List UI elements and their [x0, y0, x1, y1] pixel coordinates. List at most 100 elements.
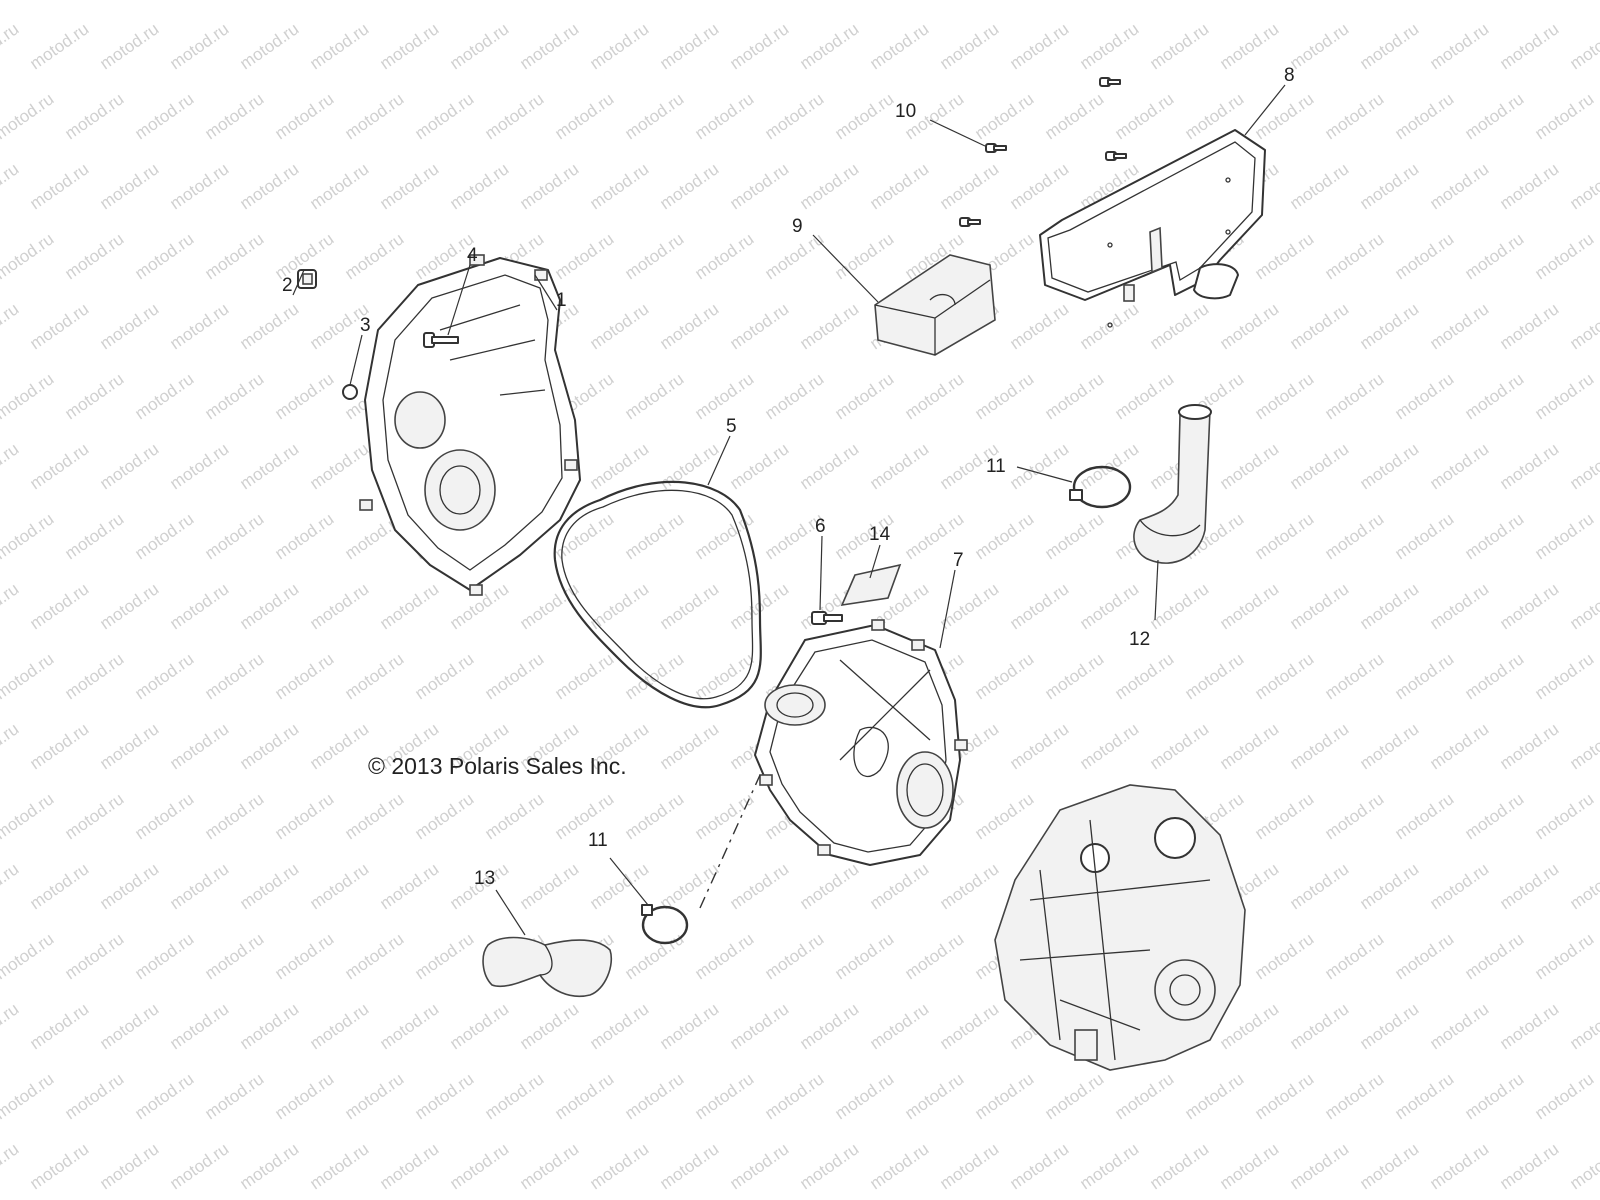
watermark-text: motod.ru [1356, 859, 1422, 913]
watermark-text: motod.ru [691, 369, 757, 423]
watermark-text: motod.ru [131, 649, 197, 703]
watermark-text: motod.ru [621, 89, 687, 143]
watermark-text: motod.ru [0, 159, 22, 213]
callout-13: 13 [474, 868, 495, 889]
watermark-text: motod.ru [1006, 579, 1072, 633]
watermark-text: motod.ru [236, 719, 302, 773]
watermark-text: motod.ru [1356, 439, 1422, 493]
watermark-text: motod.ru [411, 89, 477, 143]
watermark-text: motod.ru [796, 19, 862, 73]
watermark-text: motod.ru [1566, 859, 1600, 913]
watermark-text: motod.ru [26, 19, 92, 73]
engine-illustration [994, 784, 1246, 1071]
watermark-text: motod.ru [236, 19, 302, 73]
watermark-text: motod.ru [1181, 1069, 1247, 1123]
watermark-text: motod.ru [1006, 159, 1072, 213]
watermark-text: motod.ru [1566, 1139, 1600, 1193]
watermark-text: motod.ru [1076, 719, 1142, 773]
watermark-text: motod.ru [621, 229, 687, 283]
watermark-text: motod.ru [376, 859, 442, 913]
watermark-text: motod.ru [656, 1139, 722, 1193]
watermark-text: motod.ru [1461, 929, 1527, 983]
watermark-text: motod.ru [901, 929, 967, 983]
callout-9: 9 [792, 216, 803, 237]
watermark-text: motod.ru [796, 999, 862, 1053]
watermark-text: motod.ru [376, 579, 442, 633]
watermark-text: motod.ru [201, 509, 267, 563]
watermark-text: motod.ru [0, 1139, 22, 1193]
watermark-text: motod.ru [1461, 789, 1527, 843]
watermark-text: motod.ru [341, 229, 407, 283]
watermark-text: motod.ru [1391, 929, 1457, 983]
watermark-text: motod.ru [0, 719, 22, 773]
watermark-text: motod.ru [96, 859, 162, 913]
watermark-text: motod.ru [236, 159, 302, 213]
watermark-text: motod.ru [0, 859, 22, 913]
watermark-text: motod.ru [971, 369, 1037, 423]
watermark-text: motod.ru [0, 369, 57, 423]
watermark-text: motod.ru [1426, 1139, 1492, 1193]
watermark-text: motod.ru [1496, 999, 1562, 1053]
callout-4: 4 [467, 245, 478, 266]
watermark-text: motod.ru [96, 19, 162, 73]
watermark-text: motod.ru [656, 299, 722, 353]
watermark-text: motod.ru [446, 1139, 512, 1193]
watermark-text: motod.ru [1146, 1139, 1212, 1193]
watermark-text: motod.ru [866, 859, 932, 913]
watermark-text: motod.ru [831, 929, 897, 983]
watermark-text: motod.ru [166, 859, 232, 913]
watermark-text: motod.ru [271, 89, 337, 143]
watermark-text: motod.ru [0, 649, 57, 703]
alignment-line [699, 774, 761, 909]
watermark-text: motod.ru [1076, 579, 1142, 633]
watermark-text: motod.ru [481, 789, 547, 843]
watermark-text: motod.ru [131, 1069, 197, 1123]
watermark-text: motod.ru [1426, 999, 1492, 1053]
watermark-text: motod.ru [1006, 299, 1072, 353]
watermark-text: motod.ru [0, 439, 22, 493]
watermark-text: motod.ru [131, 789, 197, 843]
part-lower-duct [482, 936, 612, 997]
watermark-text: motod.ru [796, 299, 862, 353]
watermark-text: motod.ru [26, 719, 92, 773]
watermark-text: motod.ru [831, 369, 897, 423]
watermark-text: motod.ru [481, 89, 547, 143]
watermark-text: motod.ru [866, 19, 932, 73]
watermark-text: motod.ru [1216, 299, 1282, 353]
watermark-text: motod.ru [1461, 229, 1527, 283]
watermark-text: motod.ru [1461, 649, 1527, 703]
watermark-text: motod.ru [1041, 89, 1107, 143]
watermark-text: motod.ru [1566, 19, 1600, 73]
watermark-text: motod.ru [1426, 159, 1492, 213]
watermark-text: motod.ru [446, 19, 512, 73]
watermark-text: motod.ru [1251, 369, 1317, 423]
watermark-text: motod.ru [376, 159, 442, 213]
watermark-text: motod.ru [1496, 859, 1562, 913]
watermark-text: motod.ru [0, 89, 57, 143]
watermark-text: motod.ru [656, 19, 722, 73]
watermark-text: motod.ru [691, 509, 757, 563]
watermark-text: motod.ru [0, 929, 57, 983]
watermark-text: motod.ru [1251, 1069, 1317, 1123]
watermark-text: motod.ru [516, 999, 582, 1053]
watermark-text: motod.ru [1531, 229, 1597, 283]
watermark-text: motod.ru [61, 649, 127, 703]
watermark-text: motod.ru [1531, 509, 1597, 563]
watermark-text: motod.ru [1356, 579, 1422, 633]
part-bolt-4 [423, 332, 459, 348]
watermark-text: motod.ru [481, 1069, 547, 1123]
watermark-text: motod.ru [1321, 649, 1387, 703]
watermark-text: motod.ru [1391, 789, 1457, 843]
callout-11-upper: 11 [986, 456, 1006, 477]
watermark-text: motod.ru [656, 719, 722, 773]
watermark-text: motod.ru [1566, 159, 1600, 213]
watermark-text: motod.ru [201, 649, 267, 703]
watermark-text: motod.ru [131, 369, 197, 423]
watermark-text: motod.ru [1216, 1139, 1282, 1193]
watermark-text: motod.ru [1286, 439, 1352, 493]
watermark-text: motod.ru [1216, 19, 1282, 73]
watermark-text: motod.ru [96, 1139, 162, 1193]
watermark-text: motod.ru [1041, 509, 1107, 563]
part-intake-panel [1039, 129, 1266, 328]
watermark-text: motod.ru [0, 229, 57, 283]
